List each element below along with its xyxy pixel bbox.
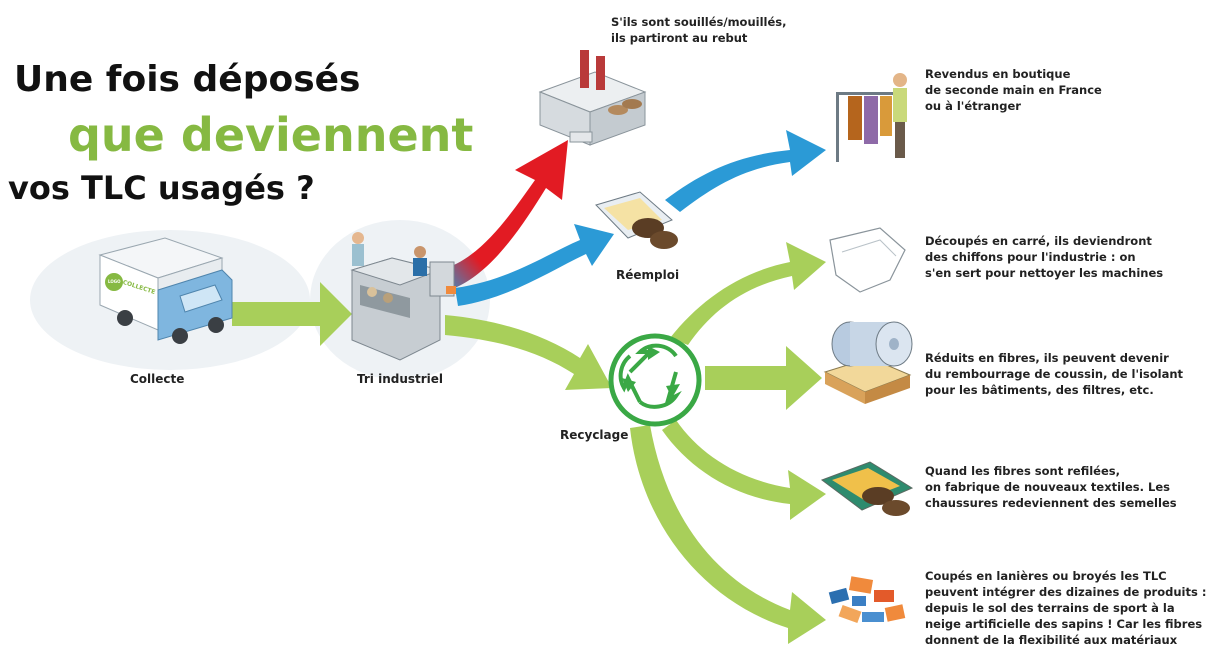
desc-chiffons-line: s'en sert pour nettoyer les machines <box>925 266 1164 280</box>
collecte-truck <box>98 237 233 344</box>
desc-fibres-line: du rembourrage de coussin, de l'isolant <box>925 367 1184 381</box>
desc-lanieres-line: donnent de la flexibilité aux matériaux <box>925 633 1178 647</box>
desc-textiles-line: chaussures redeviennent des semelles <box>925 496 1177 510</box>
factory-icon <box>538 50 647 146</box>
label-tri-industriel: Tri industriel <box>357 372 444 386</box>
desc-chiffons-line: Découpés en carré, ils deviendront <box>925 234 1152 248</box>
desc-fibres-line: pour les bâtiments, des filtres, etc. <box>925 383 1154 397</box>
label-collecte: Collecte <box>130 372 185 386</box>
desc-lanieres-line: peuvent intégrer des dizaines de produit… <box>925 585 1207 599</box>
desc-rebut-line: ils partiront au rebut <box>611 31 748 45</box>
desc-rebut-line: S'ils sont souillés/mouillés, <box>611 15 787 29</box>
arrow-to-rebut <box>440 140 568 290</box>
desc-textiles-line: Quand les fibres sont refilées, <box>925 464 1120 478</box>
desc-fibres-line: Réduits en fibres, ils peuvent devenir <box>925 351 1169 365</box>
arrow-to-recyclage <box>445 315 612 390</box>
arrow-to-fibres <box>705 346 822 410</box>
recycle-hub-icon <box>608 333 702 427</box>
boutique-icon <box>836 73 907 162</box>
arrow-to-chiffons <box>670 242 826 345</box>
desc-boutique-line: ou à l'étranger <box>925 99 1021 113</box>
label-reemploi: Réemploi <box>616 268 680 282</box>
desc-rebut: S'ils sont souillés/mouillés, ils partir… <box>611 14 786 46</box>
desc-boutique-line: de seconde main en France <box>925 83 1102 97</box>
textiles-icon <box>820 461 914 516</box>
desc-chiffons-line: des chiffons pour l'industrie : on <box>925 250 1136 264</box>
label-recyclage: Recyclage <box>560 428 629 442</box>
desc-boutique-line: Revendus en boutique <box>925 67 1071 81</box>
truck-logo-label: LOGO <box>108 279 121 284</box>
desc-boutique: Revendus en boutique de seconde main en … <box>925 66 1102 114</box>
desc-lanieres-line: neige artificielle des sapins ! Car les … <box>925 617 1203 631</box>
desc-chiffons: Découpés en carré, ils deviendront des c… <box>925 233 1163 281</box>
headline-line-2: que deviennent <box>68 108 474 162</box>
arrow-to-lanieres <box>630 425 826 644</box>
reemploi-clothes-icon <box>595 191 678 249</box>
chiffons-icon <box>829 227 906 293</box>
desc-textiles: Quand les fibres sont refilées, on fabri… <box>925 463 1177 511</box>
desc-textiles-line: on fabrique de nouveaux textiles. Les <box>925 480 1170 494</box>
desc-lanieres-line: depuis le sol des terrains de sport à la <box>925 601 1175 615</box>
lanieres-icon <box>828 576 906 624</box>
truck-logo-badge <box>105 273 123 291</box>
desc-fibres: Réduits en fibres, ils peuvent devenir d… <box>925 350 1183 398</box>
tri-industriel-machine <box>350 232 456 361</box>
arrow-to-boutique <box>665 130 826 212</box>
arrow-collecte-to-tri <box>232 282 352 346</box>
arrow-to-reemploi <box>455 224 614 306</box>
headline-line-1: Une fois déposés <box>14 59 361 100</box>
desc-lanieres-line: Coupés en lanières ou broyés les TLC <box>925 569 1167 583</box>
headline-line-3: vos TLC usagés ? <box>8 169 315 207</box>
desc-lanieres: Coupés en lanières ou broyés les TLC peu… <box>925 568 1206 648</box>
arrow-to-textiles <box>662 420 826 520</box>
fibres-icon <box>823 321 913 404</box>
